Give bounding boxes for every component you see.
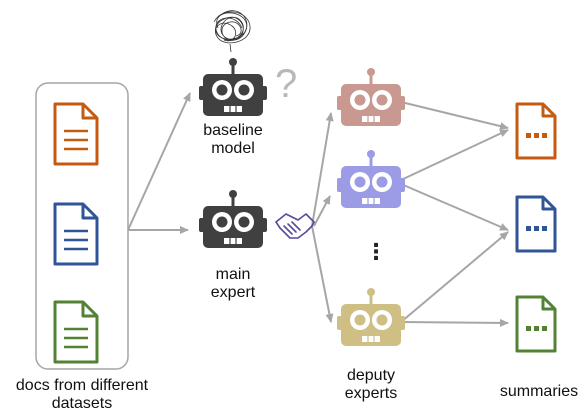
summary-document-icon <box>515 102 557 160</box>
robot-icon <box>197 56 269 118</box>
document-icon <box>53 102 99 166</box>
baseline-label: baseline model <box>203 122 263 157</box>
arrow <box>400 318 509 327</box>
arrow <box>313 195 331 227</box>
arrow <box>311 112 334 227</box>
document-icon <box>53 300 99 364</box>
summary-document-icon <box>515 195 557 253</box>
robot-icon <box>335 286 407 348</box>
main-expert-label: main expert <box>210 266 256 301</box>
docs-label: docs from different datasets <box>15 377 149 412</box>
arrow <box>400 231 509 323</box>
robot-icon <box>335 66 407 128</box>
arrow <box>400 101 509 130</box>
arrow <box>400 183 509 231</box>
arrow <box>311 225 334 323</box>
arrow <box>400 129 509 181</box>
robot-icon <box>335 148 407 210</box>
scribble-icon <box>213 10 251 53</box>
handshake-icon <box>275 213 315 239</box>
document-icon <box>53 202 99 266</box>
deputy-label: deputy experts <box>344 367 398 402</box>
robot-icon <box>197 188 269 250</box>
ellipsis: ⋮ <box>365 239 387 264</box>
summary-document-icon <box>515 295 557 353</box>
docs-panel <box>35 82 129 370</box>
question-mark: ? <box>275 62 298 106</box>
arrow <box>127 92 191 231</box>
summaries-label: summaries <box>499 383 579 400</box>
